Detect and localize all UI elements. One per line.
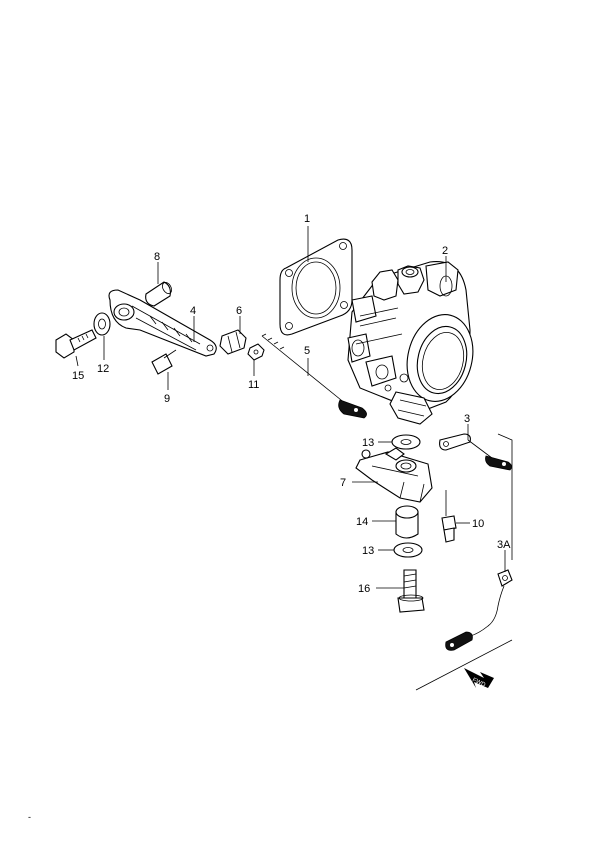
- part-4-lever: [108, 289, 217, 357]
- part-15-bolt: [55, 329, 97, 359]
- fwd-label: FWD: [471, 677, 487, 688]
- part-9-pin: [151, 349, 177, 375]
- callout-labels: 1 2 3 3A 4 5 6 7 8 9 10 11 12 13 13 14 1…: [72, 213, 511, 595]
- callout-13-upper: 13: [362, 437, 374, 449]
- callout-15: 15: [72, 370, 84, 382]
- callout-8: 8: [154, 251, 160, 263]
- fwd-arrow-icon: FWD: [464, 668, 494, 689]
- leader-lines: [75, 226, 513, 691]
- part-2-throttle-body: [347, 261, 474, 425]
- callout-6: 6: [236, 305, 242, 317]
- callout-2: 2: [442, 245, 448, 257]
- part-11-nut: [247, 343, 265, 361]
- part-6-joint: [219, 329, 247, 355]
- part-8-collar: [145, 281, 172, 307]
- part-1-gasket: [279, 238, 353, 336]
- part-3-link-rod: [439, 433, 513, 471]
- part-5-rod: [261, 333, 367, 419]
- callout-1: 1: [304, 213, 310, 225]
- callout-16: 16: [358, 583, 370, 595]
- callout-9: 9: [164, 393, 170, 405]
- part-12-washer: [93, 312, 111, 336]
- callout-13-lower: 13: [362, 545, 374, 557]
- part-7-bracket: [355, 447, 433, 503]
- callout-11: 11: [248, 379, 259, 391]
- part-13-washer-upper: [391, 434, 421, 450]
- callout-4: 4: [190, 305, 196, 317]
- part-13-washer-lower: [393, 542, 423, 558]
- callout-3: 3: [464, 413, 470, 425]
- corner-mark: -: [28, 812, 31, 822]
- callout-14: 14: [356, 516, 368, 528]
- callout-12: 12: [97, 363, 109, 375]
- part-3a-cable: [445, 569, 513, 651]
- part-16-bolt: [397, 569, 425, 613]
- callout-10: 10: [472, 518, 484, 530]
- callout-3a: 3A: [497, 539, 511, 551]
- part-14-bushing: [395, 505, 419, 539]
- part-10-bolt: [441, 515, 457, 543]
- callout-5: 5: [304, 345, 310, 357]
- callout-7: 7: [340, 477, 346, 489]
